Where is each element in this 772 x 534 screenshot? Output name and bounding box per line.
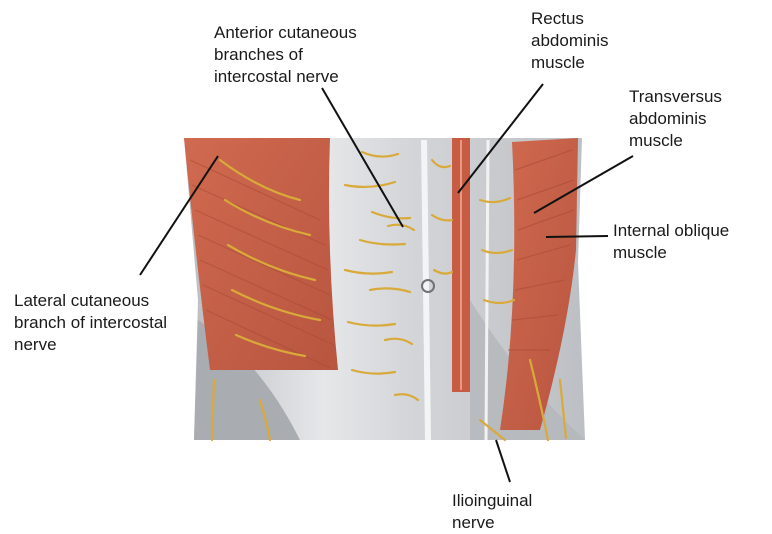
label-internal-oblique: Internal oblique muscle [613,220,729,264]
rectus-sheath-edge [486,140,488,440]
label-ilioinguinal-nerve: Ilioinguinal nerve [452,490,532,534]
label-lateral-cutaneous-branch: Lateral cutaneous branch of intercostal … [14,290,167,356]
label-transversus-abdominis: Transversus abdominis muscle [629,86,722,152]
leader-ilio [496,440,510,482]
label-rectus-abdominis: Rectus abdominis muscle [531,8,609,74]
leader-internal [546,236,608,237]
label-anterior-cutaneous-branches: Anterior cutaneous branches of intercost… [214,22,357,88]
